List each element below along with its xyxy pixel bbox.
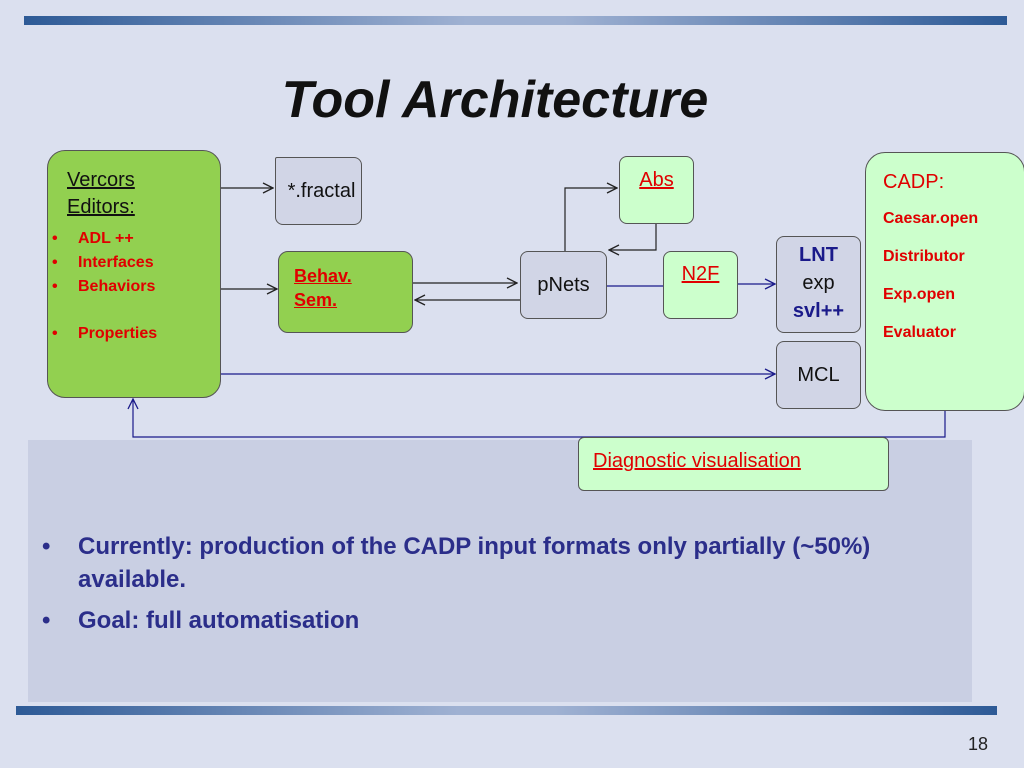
summary-bullet: Goal: full automatisation (40, 604, 940, 637)
behav-sem-box: Behav. Sem. (278, 251, 413, 333)
behav-line2: Sem. (294, 290, 338, 310)
summary-bullet: Currently: production of the CADP input … (40, 530, 940, 596)
bottom-rule (16, 706, 997, 715)
mcl-label: MCL (797, 363, 840, 386)
cadp-items: Caesar.open Distributor Exp.open Evaluat… (883, 210, 1024, 342)
top-rule (24, 16, 1007, 25)
pnets-label: pNets (537, 273, 590, 296)
pnets-box: pNets (520, 251, 607, 319)
lnt-line2: exp (802, 272, 835, 294)
vercors-item: Behaviors (48, 275, 220, 299)
cadp-item: Evaluator (883, 324, 956, 341)
lnt-line3: svl++ (792, 300, 845, 322)
lnt-line1: LNT (799, 244, 838, 266)
abs-label: Abs (639, 169, 674, 191)
behav-line1: Behav. (294, 266, 352, 286)
vercors-label-line1: Vercors (67, 169, 135, 191)
n2f-box: N2F (663, 251, 738, 319)
cadp-item: Caesar.open (883, 210, 979, 227)
vercors-editors-box: Vercors Editors: ADL ++ Interfaces Behav… (47, 150, 221, 398)
lnt-box: LNT exp svl++ (776, 236, 861, 333)
cadp-label: CADP: (883, 171, 945, 193)
arrow-feedback (133, 399, 946, 438)
page-number: 18 (967, 734, 988, 754)
n2f-label: N2F (681, 263, 720, 285)
vercors-label-line2: Editors: (67, 196, 135, 218)
arrow-pnets-abs (564, 188, 617, 251)
vercors-item: ADL ++ (48, 227, 220, 251)
vercors-item: Interfaces (48, 251, 220, 275)
arrow-abs-pnets (609, 223, 657, 250)
cadp-item: Distributor (883, 248, 965, 265)
vercors-item: Properties (48, 322, 220, 346)
diagnostic-box: Diagnostic visualisation (578, 437, 889, 491)
mcl-box: MCL (776, 341, 861, 409)
fractal-box: *.fractal (275, 157, 362, 225)
vercors-items: ADL ++ Interfaces Behaviors Properties (48, 227, 220, 346)
page-title: Tool Architecture (281, 71, 709, 129)
fractal-label: *.fractal (287, 179, 356, 202)
diagnostic-label: Diagnostic visualisation (593, 450, 801, 472)
cadp-box: CADP: Caesar.open Distributor Exp.open E… (865, 152, 1024, 411)
abs-box: Abs (619, 156, 694, 224)
cadp-item: Exp.open (883, 286, 956, 303)
summary-bullets: Currently: production of the CADP input … (40, 530, 940, 645)
